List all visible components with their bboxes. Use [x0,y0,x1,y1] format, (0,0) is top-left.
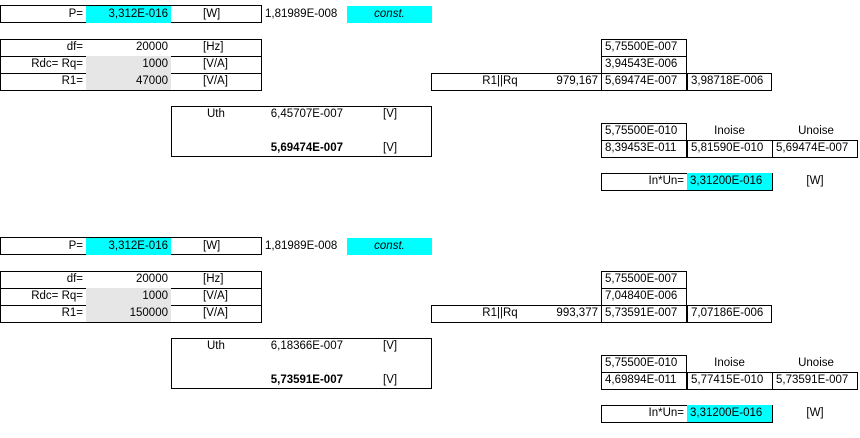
result-value-3: 5,69474E-007 [605,75,678,87]
inun-value-cell[interactable]: 3,31200E-016 [687,405,772,422]
rdc-value-cell[interactable]: 1000 [86,56,171,73]
result-value-2: 3,94543E-006 [605,58,678,70]
unoise-label: Unoise [798,125,834,137]
uth-value: 6,45707E-007 [270,108,343,120]
df-label: df= [66,273,83,285]
result-value-4: 7,07186E-006 [691,307,764,319]
uth-label: Uth [207,340,225,352]
grid-line [601,305,687,306]
rdc-value-cell[interactable]: 1000 [86,288,171,305]
grid-line [601,140,687,141]
uth-unit: [V] [383,340,398,352]
result-value-4-border [687,73,772,91]
unoise-value: 5,73591E-007 [776,374,849,386]
inoise-label: Inoise [714,125,745,137]
p-unit: [W] [203,8,221,20]
const-cell[interactable]: const. [347,6,432,23]
calc-block: P= 3,312E-016 [W] 1,81989E-008 const. df… [0,236,860,426]
noise-value-2: 4,69894E-011 [605,374,677,386]
input-block-border [0,271,262,323]
uth-result-unit: [V] [383,374,398,386]
result-value-1: 5,75500E-007 [605,273,678,285]
inoise-label: Inoise [714,357,745,369]
inun-label: In*Un= [648,175,684,187]
inun-unit: [W] [806,175,824,187]
noise-value-1: 5,75500E-010 [605,357,678,369]
r1-value-cell[interactable]: 47000 [86,73,171,90]
parallel-label: R1||Rq [482,307,518,319]
p-value-cell[interactable]: 3,312E-016 [86,238,171,255]
p-extra-value: 1,81989E-008 [265,8,338,20]
uth-unit: [V] [383,108,398,120]
rdc-label: Rdc= Rq= [31,58,83,70]
result-value-4-border [687,305,772,323]
calc-block: P= 3,312E-016 [W] 1,81989E-008 const. df… [0,4,860,194]
inoise-value: 5,81590E-010 [691,142,764,154]
rdc-label: Rdc= Rq= [31,290,83,302]
grid-line [601,56,687,57]
inun-label: In*Un= [648,407,684,419]
unoise-value: 5,69474E-007 [776,142,849,154]
unoise-label: Unoise [798,357,834,369]
inoise-value: 5,77415E-010 [691,374,764,386]
r1-label: R1= [61,75,83,87]
grid-line [601,73,687,74]
result-value-4: 3,98718E-006 [691,75,764,87]
r1-label: R1= [61,307,83,319]
result-value-2: 7,04840E-006 [605,290,678,302]
p-label: P= [68,8,83,20]
uth-result: 5,69474E-007 [270,142,343,154]
uth-box [171,106,432,157]
uth-result-unit: [V] [383,142,398,154]
uth-box [171,338,432,389]
grid-line [772,372,773,390]
input-block-border [0,39,262,91]
result-value-1: 5,75500E-007 [605,41,678,53]
result-column-border [601,271,687,323]
r1-unit: [V/A] [203,75,228,87]
inun-unit: [W] [806,407,824,419]
inun-value-cell[interactable]: 3,31200E-016 [687,173,772,190]
noise-value-2: 8,39453E-011 [605,142,677,154]
parallel-value: 979,167 [556,75,598,87]
const-cell[interactable]: const. [347,238,432,255]
df-unit: [Hz] [203,41,224,53]
df-label: df= [66,41,83,53]
parallel-label: R1||Rq [482,75,518,87]
p-value-cell[interactable]: 3,312E-016 [86,6,171,23]
uth-result: 5,73591E-007 [270,374,343,386]
parallel-value: 993,377 [556,307,598,319]
result-value-3: 5,73591E-007 [605,307,678,319]
grid-line [601,372,687,373]
grid-line [772,140,773,158]
df-value-cell[interactable]: 20000 [136,273,168,285]
r1-value-cell[interactable]: 150000 [86,305,171,322]
df-value-cell[interactable]: 20000 [136,41,168,53]
uth-value: 6,18366E-007 [270,340,343,352]
p-label: P= [68,240,83,252]
p-unit: [W] [203,240,221,252]
uth-label: Uth [207,108,225,120]
p-extra-value: 1,81989E-008 [265,240,338,252]
result-column-border [601,39,687,91]
rdc-unit: [V/A] [203,290,228,302]
df-unit: [Hz] [203,273,224,285]
grid-line [601,288,687,289]
r1-unit: [V/A] [203,307,228,319]
rdc-unit: [V/A] [203,58,228,70]
noise-value-1: 5,75500E-010 [605,125,678,137]
